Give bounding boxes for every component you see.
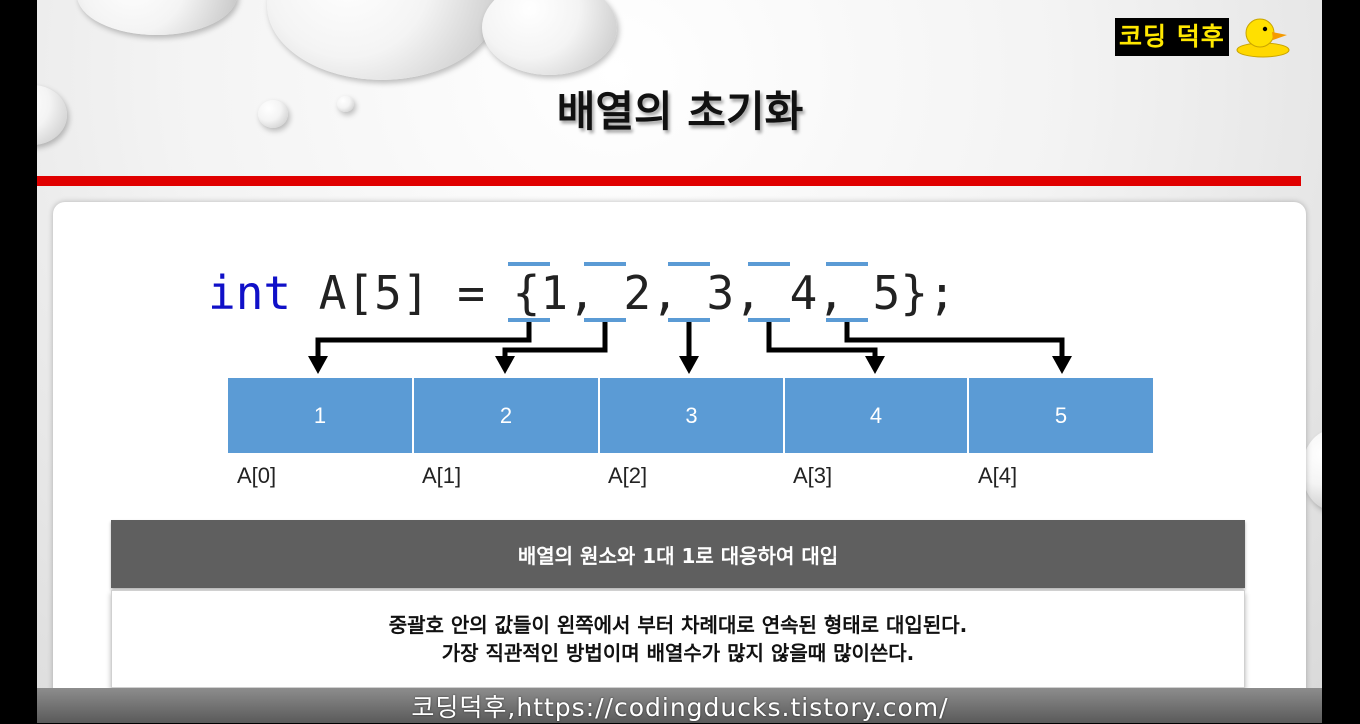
- array-cell: 4: [785, 378, 967, 453]
- array-index-label: A[1]: [422, 463, 462, 488]
- decorative-bubble: [1302, 430, 1322, 510]
- slide-title: 배열의 초기화: [556, 87, 804, 136]
- array-index-label: A[0]: [237, 463, 277, 488]
- summary-banner: 배열의 원소와 1대 1로 대응하여 대입: [111, 520, 1245, 588]
- array-cell: 5: [969, 378, 1153, 453]
- arrow-1: [315, 322, 532, 358]
- code-keyword: int: [208, 266, 292, 320]
- arrow-head-2: [495, 356, 515, 374]
- arrow-5: [844, 322, 1065, 358]
- array-cell: 3: [600, 378, 783, 453]
- arrow-head-3: [679, 356, 699, 374]
- array-index-label: A[3]: [793, 463, 833, 488]
- array-index-label: A[2]: [608, 463, 648, 488]
- arrow-head-4: [865, 356, 885, 374]
- arrow-head-5: [1052, 356, 1072, 374]
- description-line-2: 가장 직관적인 방법이며 배열수가 많지 않을때 많이쓴다.: [441, 641, 915, 665]
- code-statement: int A[5] = {1, 2, 3, 4, 5};: [208, 266, 956, 320]
- code-rest: A[5] = {1, 2, 3, 4, 5};: [291, 266, 956, 320]
- logo: 코딩 덕후: [1115, 18, 1293, 58]
- description-line-1: 중괄호 안의 값들이 왼쪽에서 부터 차례대로 연속된 형태로 대입된다.: [388, 613, 968, 637]
- arrow-head-1: [308, 356, 328, 374]
- decorative-bubble: [482, 0, 617, 75]
- arrow-4: [766, 322, 878, 358]
- array-cell: 2: [414, 378, 598, 453]
- array-index-label: A[4]: [978, 463, 1018, 488]
- logo-text: 코딩 덕후: [1115, 18, 1229, 56]
- decorative-bubble: [337, 96, 354, 112]
- footer-band: [37, 688, 1322, 723]
- duck-icon: [1236, 18, 1290, 58]
- footer-watermark: 코딩덕후,https://codingducks.tistory.com/: [411, 693, 949, 722]
- arrow-2: [502, 322, 608, 358]
- title-divider: [37, 176, 1301, 186]
- description-box: 중괄호 안의 값들이 왼쪽에서 부터 차례대로 연속된 형태로 대입된다. 가장…: [111, 590, 1245, 688]
- array-cell: 1: [228, 378, 412, 453]
- decorative-bubble: [258, 100, 288, 128]
